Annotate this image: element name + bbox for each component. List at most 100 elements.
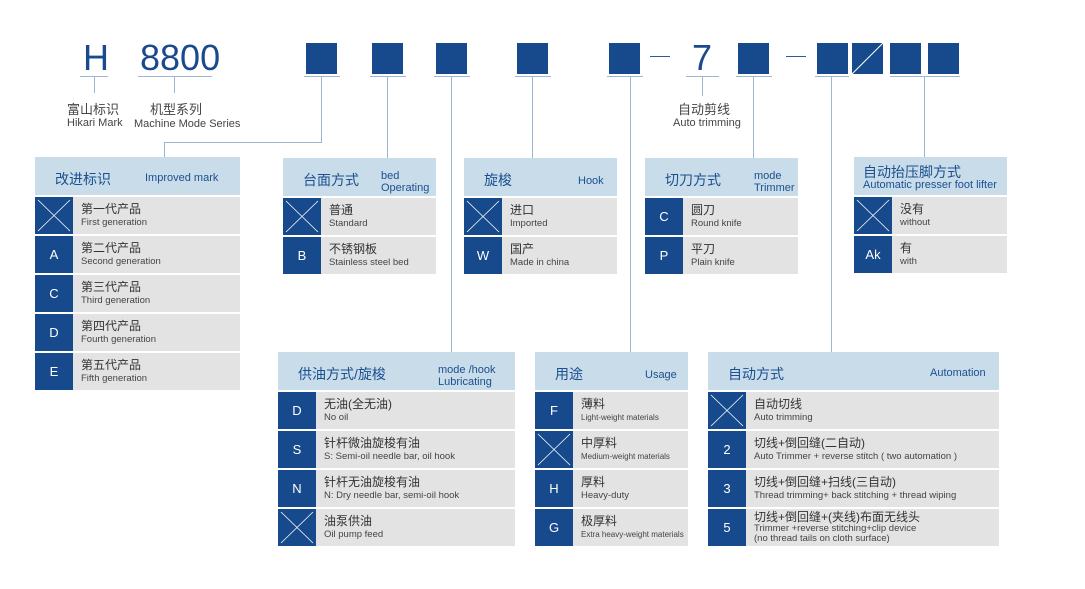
option-label-en: No oil xyxy=(324,412,349,423)
code-cell: 2 xyxy=(708,431,746,468)
not-applicable-icon xyxy=(280,511,314,544)
option-code: P xyxy=(659,248,669,263)
panel-title-cn: 供油方式/旋梭 xyxy=(298,366,386,382)
option-row: D 无油(全无油)No oil xyxy=(278,392,515,429)
slot-bed xyxy=(372,43,403,74)
code-cell xyxy=(854,197,892,234)
option-label-cn: 切线+倒回缝+(夹线)布面无线头 xyxy=(754,510,921,524)
option-label-en: Thread trimming+ back stitching + thread… xyxy=(754,490,957,501)
panel-title-cn: 改进标识 xyxy=(55,171,111,187)
option-label-cn: 无油(全无油) xyxy=(324,397,392,411)
panel-title-cn: 自动方式 xyxy=(728,366,784,382)
option-label-cn: 圆刀 xyxy=(691,203,716,217)
option-label-en: Trimmer +reverse stitching+clip device (… xyxy=(754,523,917,544)
option-label-cn: 针杆微油旋梭有油 xyxy=(324,436,421,450)
code-cell: D xyxy=(35,314,73,351)
option-row: 3 切线+倒回缝+扫线(三自动)Thread trimming+ back sti… xyxy=(708,470,999,507)
option-label-en: Medium-weight materials xyxy=(581,452,670,461)
code-cell xyxy=(35,197,73,234)
option-label-cn: 针杆无油旋梭有油 xyxy=(324,475,421,489)
panel-title-en: Usage xyxy=(645,369,677,381)
option-label-en: Plain knife xyxy=(691,257,735,268)
option-label-cn: 国产 xyxy=(510,242,535,256)
panel-title-en: Improved mark xyxy=(145,172,219,184)
option-label-cn: 第一代产品 xyxy=(81,202,142,216)
option-label-cn: 第五代产品 xyxy=(81,358,142,372)
code-cell: 5 xyxy=(708,509,746,546)
option-code: W xyxy=(476,248,490,263)
slot-presser-1 xyxy=(890,43,921,74)
code-cell: D xyxy=(278,392,316,429)
code-cell: N xyxy=(278,470,316,507)
panel-title-en: Automatic presser foot lifter xyxy=(863,179,997,191)
option-code: S xyxy=(292,442,302,457)
option-label-cn: 自动切线 xyxy=(754,397,803,411)
option-code: G xyxy=(548,520,560,535)
fixed-digit: 7 xyxy=(692,37,713,78)
auto-label-cn: 自动剪线 xyxy=(678,102,731,117)
option-label-en: Standard xyxy=(329,218,368,229)
option-code: 2 xyxy=(723,442,731,457)
option-label-en: Oil pump feed xyxy=(324,529,384,540)
series-label-cn: 机型系列 xyxy=(150,102,203,117)
option-label-en: without xyxy=(900,217,931,228)
option-label-en: N: Dry needle bar, semi-oil hook xyxy=(324,490,460,501)
panel-title-cn: 台面方式 xyxy=(303,172,359,188)
not-applicable-icon xyxy=(537,433,571,466)
option-label-cn: 不锈钢板 xyxy=(329,242,378,256)
slot-presser-2 xyxy=(928,43,959,74)
code-cell xyxy=(535,431,573,468)
option-code: 5 xyxy=(723,520,731,535)
option-label-cn: 第四代产品 xyxy=(81,319,142,333)
option-code: E xyxy=(49,364,59,379)
option-label-cn: 平刀 xyxy=(691,242,716,256)
option-label-en: Extra heavy-weight materials xyxy=(581,530,684,539)
option-label-en: Second generation xyxy=(81,256,161,267)
option-label-cn: 普通 xyxy=(329,203,354,217)
separator-dash xyxy=(650,56,670,57)
not-applicable-icon xyxy=(285,200,319,233)
option-code: 3 xyxy=(723,481,731,496)
option-label-en: First generation xyxy=(81,217,148,228)
option-code: C xyxy=(659,209,669,224)
panel-title-en: mode Trimmer xyxy=(754,170,795,194)
panel-title-en: Automation xyxy=(930,367,986,379)
code-cell: P xyxy=(645,237,683,274)
option-label-en: with xyxy=(900,256,917,267)
option-code: A xyxy=(49,247,59,262)
option-label-en: Light-weight materials xyxy=(581,413,659,422)
option-label-cn: 切线+倒回缝+扫线(三自动) xyxy=(754,475,897,489)
option-label-en: S: Semi-oil needle bar, oil hook xyxy=(324,451,455,462)
panel-title-en: bed Operating xyxy=(381,170,430,194)
option-label-en: Fourth generation xyxy=(81,334,156,345)
code-cell: Ak xyxy=(854,236,892,273)
panel-title-cn: 自动抬压脚方式 xyxy=(863,164,961,180)
slot-lubricating xyxy=(436,43,467,74)
option-code: H xyxy=(549,481,559,496)
separator-dash xyxy=(786,56,806,57)
not-applicable-icon xyxy=(37,199,71,232)
panel-header: 改进标识 Improved mark xyxy=(35,157,240,195)
option-code: N xyxy=(292,481,302,496)
